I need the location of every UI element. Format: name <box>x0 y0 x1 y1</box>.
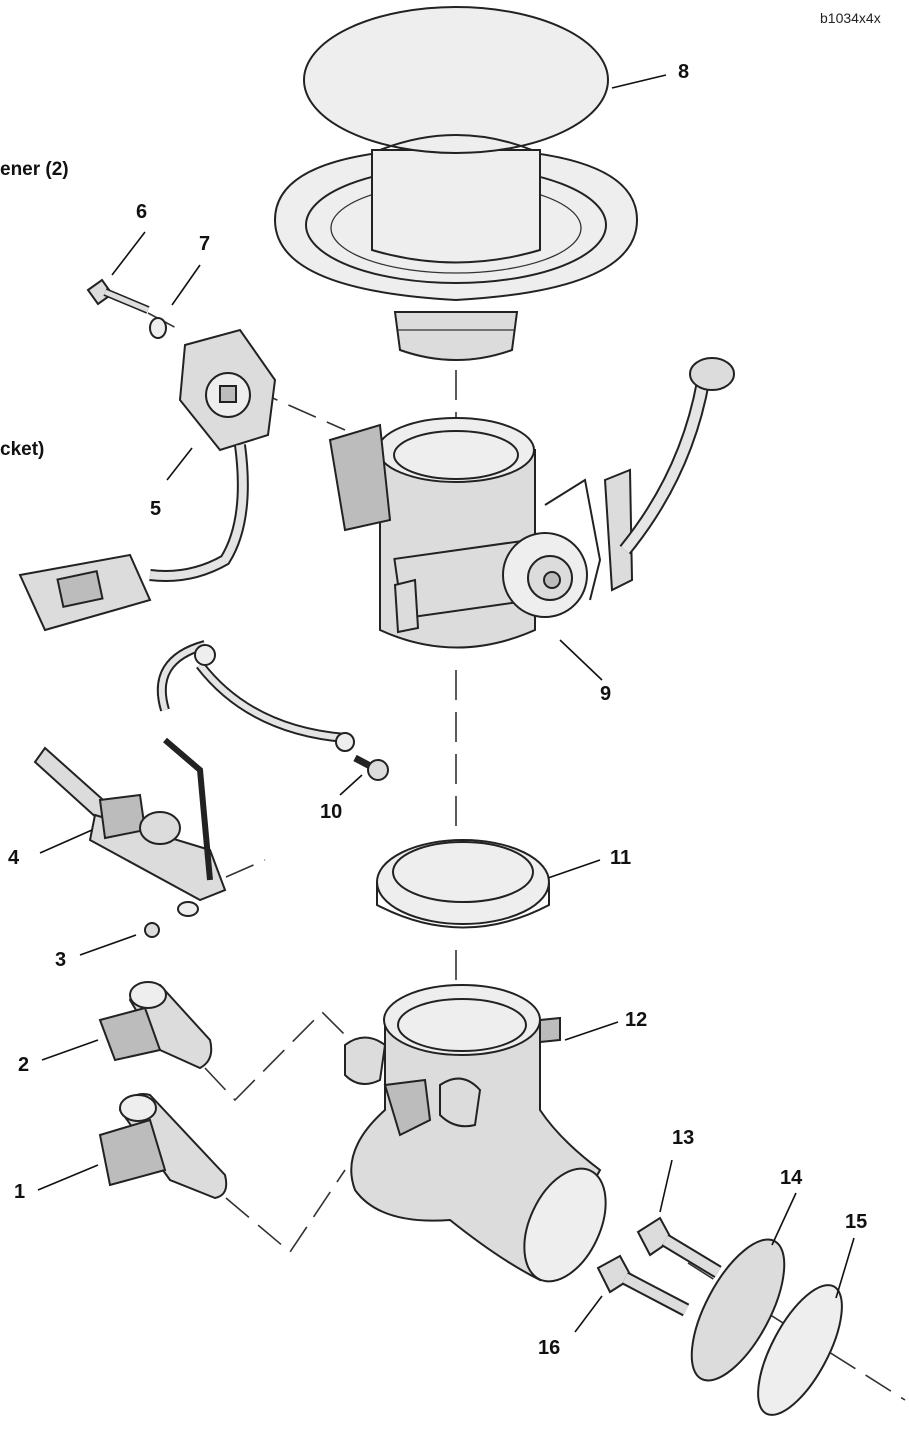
cutoff-label-top: ener (2) <box>0 159 69 180</box>
callout-10: 10 <box>320 801 343 823</box>
part-12-manifold <box>344 984 607 1283</box>
cutoff-label-mid: cket) <box>0 439 45 460</box>
callout-13: 13 <box>672 1127 695 1149</box>
part-15-disc <box>757 1284 843 1416</box>
part-2-injector <box>98 981 213 1070</box>
callout-8: 8 <box>678 61 690 83</box>
part-1-injector <box>98 1093 228 1200</box>
part-8-cover <box>273 6 639 361</box>
callout-9: 9 <box>600 683 612 705</box>
part-11-seal <box>376 839 550 929</box>
part-5-sensor <box>18 328 277 632</box>
callout-4: 4 <box>8 847 20 869</box>
callout-3: 3 <box>55 949 67 971</box>
part-10-screw <box>353 754 389 781</box>
part-9-throttle-body <box>328 357 735 649</box>
drawing-code: b1034x4x <box>820 10 881 26</box>
part-7-washer <box>149 317 167 339</box>
callout-1: 1 <box>14 1181 26 1203</box>
callout-6: 6 <box>136 201 148 223</box>
callout-12: 12 <box>625 1009 648 1031</box>
callout-11: 11 <box>610 847 632 869</box>
part-3-screw <box>144 922 160 938</box>
callout-15: 15 <box>845 1211 868 1233</box>
callout-5: 5 <box>150 498 162 520</box>
callout-7: 7 <box>199 233 211 255</box>
part-6-screw <box>86 278 150 314</box>
part-16-bolt <box>596 1254 690 1317</box>
leader-lines <box>37 74 855 1333</box>
callout-14: 14 <box>780 1167 803 1189</box>
part-4-fuel-rail <box>33 640 355 917</box>
part-13-bolt <box>636 1216 722 1278</box>
callout-16: 16 <box>538 1337 561 1359</box>
callout-2: 2 <box>18 1054 30 1076</box>
